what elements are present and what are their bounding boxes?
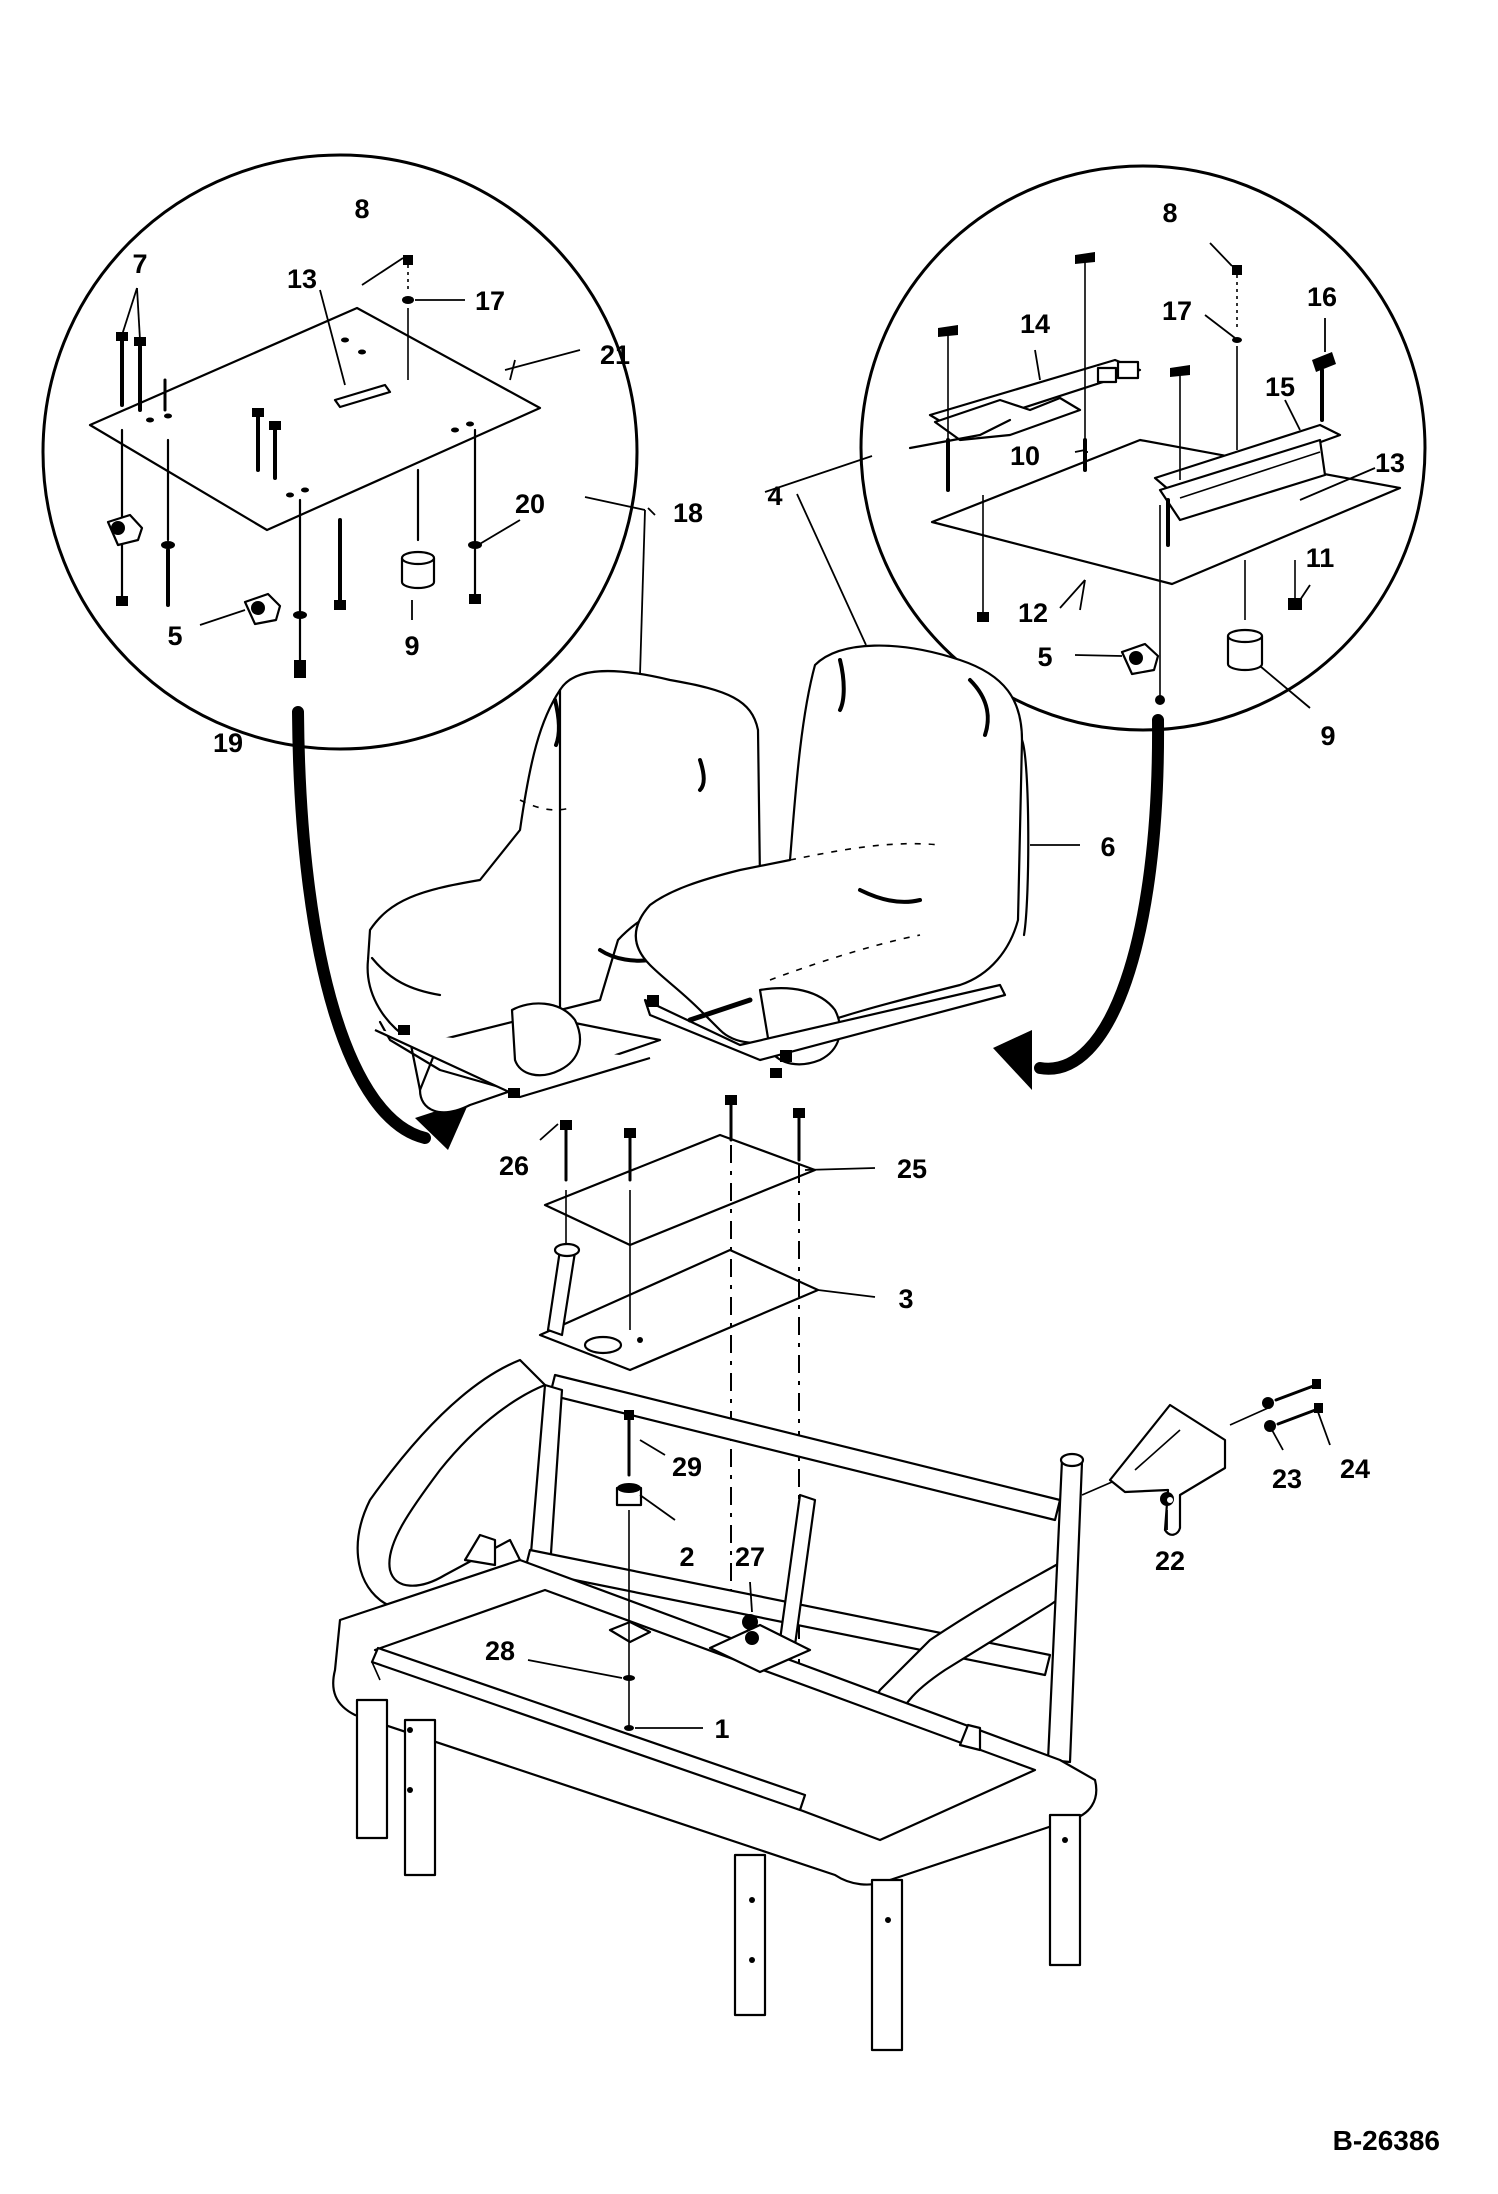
- slide-rail-15: [1153, 423, 1342, 522]
- callout-left-9: 9: [404, 631, 419, 661]
- bolts-26: [560, 1095, 805, 1725]
- callout-right-13: 13: [1375, 448, 1405, 478]
- callout-left-5: 5: [167, 621, 182, 651]
- bumper-9-right: [1226, 560, 1264, 672]
- callout-labels: 7 8 13 17 21 20 5 9 19 8 14 17 16 15 10 …: [132, 194, 1405, 1744]
- callout-right-17: 17: [1162, 296, 1192, 326]
- callout-2: 2: [679, 1542, 694, 1572]
- bolt-8: [402, 255, 414, 380]
- callout-23: 23: [1272, 1464, 1302, 1494]
- main-leaders: [527, 496, 1331, 1729]
- callout-left-17: 17: [475, 286, 505, 316]
- callout-28: 28: [485, 1636, 515, 1666]
- seat-left-18: [366, 669, 762, 1114]
- callout-right-5: 5: [1037, 642, 1052, 672]
- callout-left-19: 19: [213, 728, 243, 758]
- left-detail-view: [41, 153, 639, 751]
- callout-right-10: 10: [1010, 441, 1040, 471]
- callout-1: 1: [714, 1714, 729, 1744]
- bumper-9: [400, 550, 436, 590]
- callout-right-15: 15: [1265, 372, 1295, 402]
- callout-right-16: 16: [1307, 282, 1337, 312]
- callout-22: 22: [1155, 1546, 1185, 1576]
- callout-right-4: 4: [767, 481, 782, 511]
- callout-right-12: 12: [1018, 598, 1048, 628]
- lower-fasteners: [116, 428, 482, 678]
- callout-left-7: 7: [132, 249, 147, 279]
- fasteners-29-2-28: [615, 1410, 643, 1731]
- callout-left-13: 13: [287, 264, 317, 294]
- callout-3: 3: [898, 1284, 913, 1314]
- detail-arrows: [292, 706, 1165, 1150]
- studs: [938, 252, 1302, 705]
- callout-24: 24: [1340, 1454, 1370, 1484]
- callout-27: 27: [735, 1542, 765, 1572]
- callout-6: 6: [1100, 832, 1115, 862]
- callout-left-21: 21: [600, 340, 630, 370]
- bolt-8-right: [1232, 265, 1242, 450]
- callout-right-9: 9: [1320, 721, 1335, 751]
- callout-right-8: 8: [1162, 198, 1177, 228]
- callout-29: 29: [672, 1452, 702, 1482]
- plate-3: [538, 1248, 820, 1372]
- callout-25: 25: [897, 1154, 927, 1184]
- callout-left-8: 8: [354, 194, 369, 224]
- slide-rail-14: [908, 358, 1142, 450]
- seat-frame: [332, 1242, 1098, 2052]
- callout-26: 26: [499, 1151, 529, 1181]
- brackets-5: [106, 513, 282, 626]
- callout-right-11: 11: [1306, 543, 1335, 573]
- bracket-22: [1081, 1379, 1323, 1536]
- right-detail-view: [764, 164, 1427, 732]
- plate-25: [543, 1133, 817, 1247]
- figure-reference-code: B-26386: [1333, 2125, 1440, 2156]
- callout-18: 18: [673, 498, 703, 528]
- slot-13: [333, 383, 392, 409]
- callout-left-20: 20: [515, 489, 545, 519]
- handle-16: [1312, 352, 1336, 422]
- plate-21: [88, 306, 542, 532]
- bolts-7: [116, 332, 281, 480]
- bracket-5-right: [1120, 642, 1160, 676]
- plate-holes: [146, 337, 474, 498]
- seat-right-6: [634, 644, 1030, 1078]
- callout-right-14: 14: [1020, 309, 1050, 339]
